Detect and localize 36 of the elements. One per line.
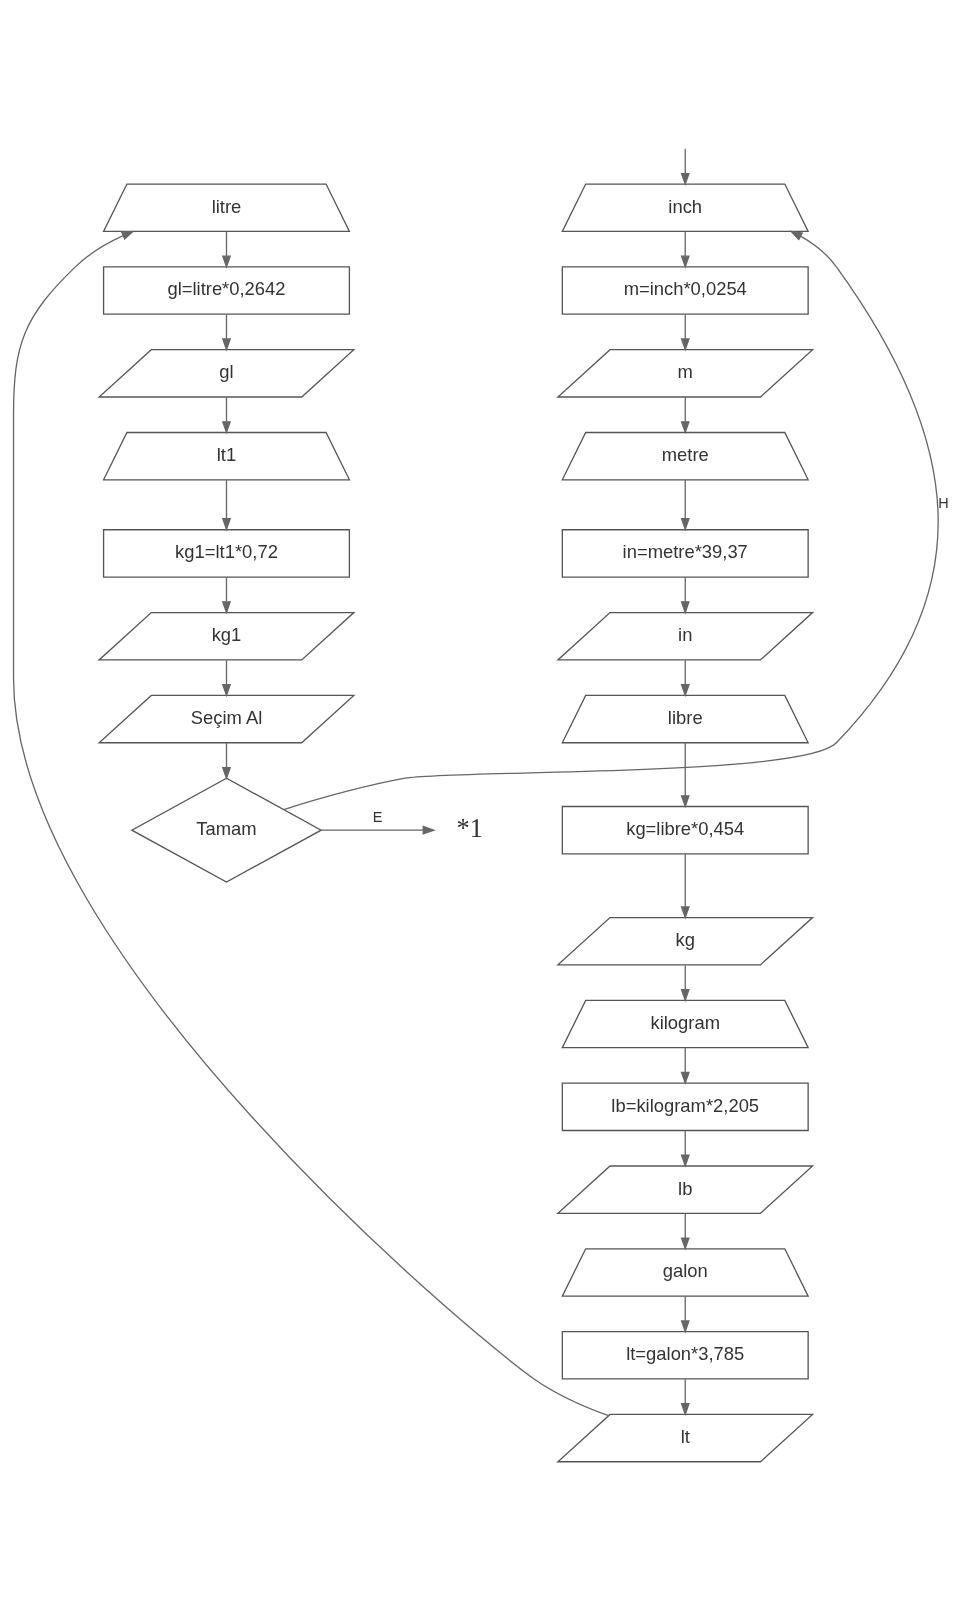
- node-diamond: Tamam: [130, 777, 323, 883]
- node-box: lb=kilogram*2,205: [561, 1082, 809, 1132]
- node-text: *1: [456, 813, 483, 843]
- node-box: gl=litre*0,2642: [102, 266, 351, 315]
- node-box: lt=galon*3,785: [561, 1330, 809, 1380]
- arrow: [680, 313, 690, 352]
- arrow: [680, 964, 690, 1003]
- node-box: kg1=lt1*0,72: [102, 529, 351, 578]
- arrow: [221, 576, 232, 615]
- arrow: [680, 231, 690, 269]
- node-box: kg=libre*0,454: [561, 805, 809, 855]
- arrow: [680, 1295, 690, 1334]
- arrow: [12, 230, 610, 1417]
- arrow: [680, 576, 690, 615]
- arrow: [283, 230, 939, 811]
- arrow: [680, 396, 690, 435]
- arrow: [221, 479, 232, 532]
- arrow: [221, 396, 232, 435]
- arrow: [221, 231, 232, 269]
- arrow: [680, 659, 690, 698]
- edge-label: H: [938, 495, 949, 512]
- arrow: [320, 825, 436, 835]
- arrow: [680, 1130, 690, 1168]
- arrow: [221, 659, 232, 698]
- arrow: [680, 742, 690, 809]
- arrow: [680, 1378, 690, 1417]
- arrow: [680, 148, 690, 187]
- node-box: in=metre*39,37: [561, 529, 809, 578]
- arrow: [680, 1047, 690, 1085]
- edge-label: E: [372, 808, 383, 825]
- arrow: [680, 1213, 690, 1251]
- arrow: [221, 313, 232, 352]
- node-box: m=inch*0,0254: [561, 266, 809, 315]
- arrow: [680, 479, 690, 532]
- arrow: [680, 853, 690, 920]
- arrow: [221, 742, 232, 781]
